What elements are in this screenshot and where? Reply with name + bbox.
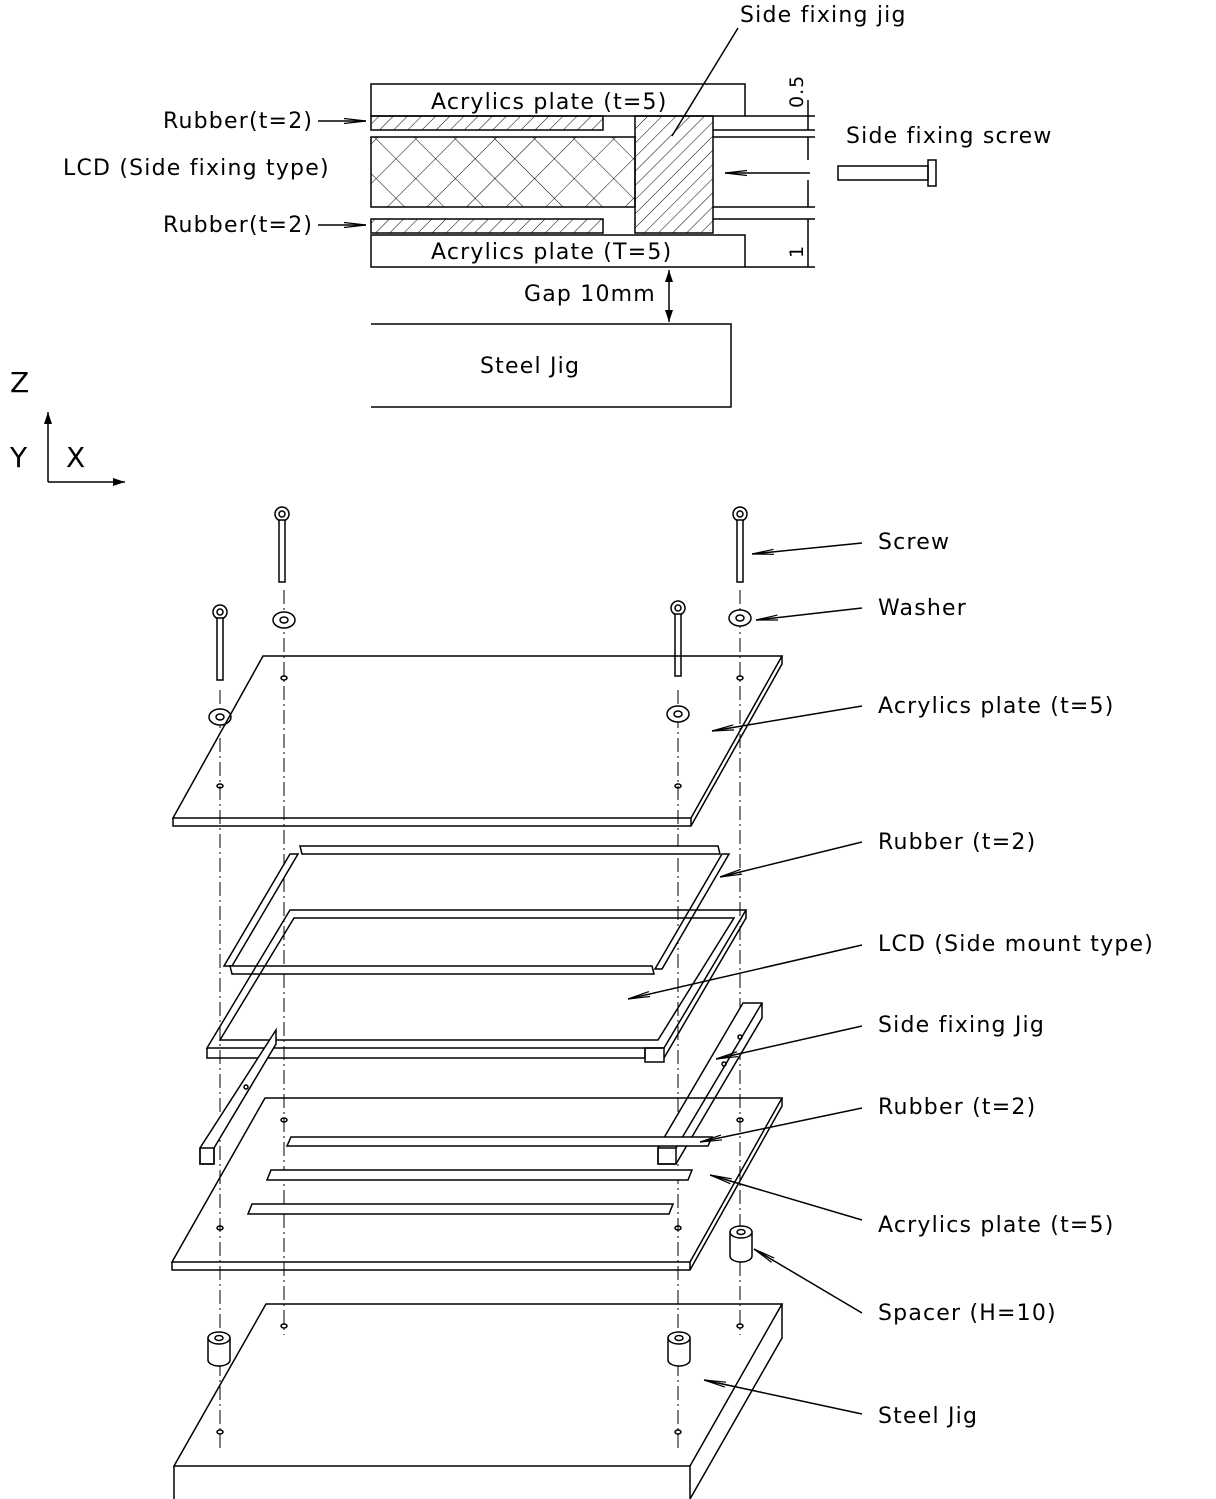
lcd-label: LCD (Side fixing type): [63, 156, 330, 181]
section-acrylic-bottom-label: Acrylics plate (T=5): [431, 240, 672, 265]
screw-front-right: [670, 600, 686, 677]
exploded-steel-jig: [172, 1303, 784, 1499]
side-fixing-jig-label: Side fixing jig: [740, 3, 907, 28]
label-rubber-bottom: Rubber (t=2): [878, 1095, 1036, 1120]
label-steel-jig: Steel Jig: [878, 1404, 978, 1429]
exploded-view: Screw Washer Acrylics plate (t=5) Rubber…: [170, 506, 1154, 1499]
rubber-top-label: Rubber(t=2): [163, 109, 313, 134]
exploded-acrylic-top: [171, 655, 784, 827]
axis-y-label: Y: [9, 441, 28, 474]
section-steel-jig: [371, 323, 732, 408]
section-steel-jig-label: Steel Jig: [480, 354, 580, 379]
exploded-side-fixing-jig: [199, 1002, 763, 1165]
axis-z-label: Z: [10, 366, 29, 399]
exploded-lcd: [205, 909, 748, 1063]
label-acrylic-bottom: Acrylics plate (t=5): [878, 1213, 1115, 1238]
dim-top: 0.5: [786, 75, 808, 108]
label-spacer: Spacer (H=10): [878, 1301, 1057, 1326]
section-rubber-bottom: [370, 218, 604, 234]
washer: [208, 609, 752, 726]
exploded-rubber-bottom: [246, 1136, 714, 1215]
label-acrylic-top: Acrylics plate (t=5): [878, 694, 1115, 719]
screw-back-left: [274, 506, 290, 583]
spacer: [207, 1225, 753, 1367]
screw-back-right: [732, 506, 748, 583]
section-acrylic-bottom: [370, 234, 746, 268]
section-side-fixing-jig: [634, 115, 714, 234]
side-fixing-screw-label: Side fixing screw: [846, 124, 1053, 149]
section-acrylic-top-label: Acrylics plate (t=5): [431, 90, 668, 115]
axis-indicator: Z Y X: [9, 366, 125, 486]
label-washer: Washer: [878, 596, 967, 621]
rubber-bottom-label: Rubber(t=2): [163, 213, 313, 238]
axis-x-label: X: [66, 441, 85, 474]
section-view: Acrylics plate (t=5) Acrylics plate (T=5…: [63, 3, 1053, 408]
side-fixing-screw: [837, 159, 937, 187]
dim-bottom: 1: [786, 245, 808, 258]
gap-label: Gap 10mm: [524, 282, 656, 307]
label-side-fixing-jig: Side fixing Jig: [878, 1013, 1045, 1038]
label-screw: Screw: [878, 530, 950, 555]
section-lcd: [370, 136, 636, 208]
section-rubber-top: [370, 115, 604, 131]
exploded-rubber-top: [222, 845, 731, 975]
label-lcd: LCD (Side mount type): [878, 932, 1154, 957]
screw-front-left: [212, 604, 228, 681]
label-rubber-top: Rubber (t=2): [878, 830, 1036, 855]
exploded-acrylic-bottom: [170, 1097, 784, 1271]
